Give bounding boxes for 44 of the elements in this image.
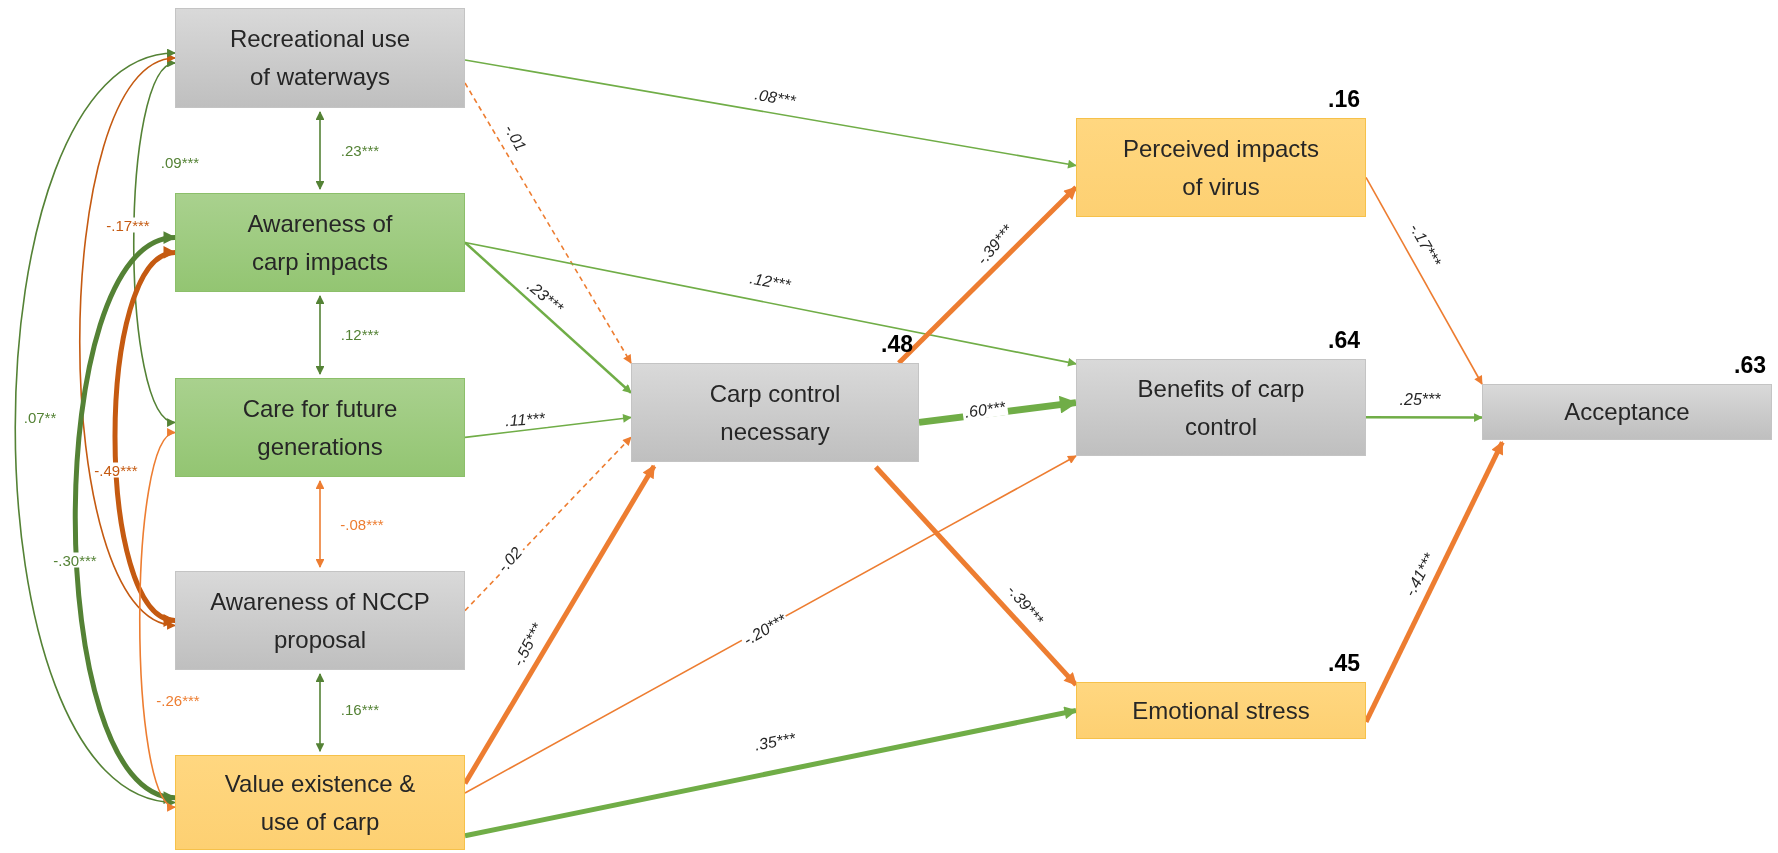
variable-box xyxy=(175,193,465,292)
path-arrow xyxy=(464,706,1078,839)
variable-name: Emotional stress xyxy=(1132,695,1310,726)
coefficient-label: -.17*** xyxy=(104,217,152,233)
variable-name: Awareness of carp impacts xyxy=(246,208,394,277)
variable-name: Care for future generations xyxy=(241,393,399,462)
variable-name: Awareness of NCCP proposal xyxy=(209,586,431,655)
variable-name: Acceptance xyxy=(1564,397,1690,427)
variable-name: Perceived impacts of virus xyxy=(1121,133,1321,202)
variable-box xyxy=(631,363,919,462)
variable-name: Value existence & use of carp xyxy=(223,768,417,837)
path-arrow xyxy=(897,185,1078,365)
path-arrow xyxy=(1366,413,1483,422)
path-arrow xyxy=(315,295,325,375)
variable-box xyxy=(175,378,465,477)
r-squared-value: .64 xyxy=(1328,329,1360,352)
r-squared-value: .63 xyxy=(1734,354,1766,377)
variable-box xyxy=(175,755,465,850)
variable-box xyxy=(175,571,465,670)
variable-box xyxy=(175,8,465,108)
path-arrow xyxy=(315,673,325,753)
path-arrow xyxy=(464,241,1077,367)
variable-box xyxy=(1482,384,1772,440)
path-arrow xyxy=(464,414,632,439)
path-arrow xyxy=(464,455,1077,794)
path-arrow xyxy=(464,241,632,394)
path-arrow xyxy=(464,59,1077,169)
coefficient-label: .25*** xyxy=(1397,392,1443,408)
path-arrow xyxy=(315,111,325,190)
r-squared-value: .45 xyxy=(1328,652,1360,675)
variable-box xyxy=(1076,359,1366,456)
path-arrow xyxy=(464,436,632,612)
variable-box xyxy=(1076,682,1366,739)
path-arrow xyxy=(873,465,1078,687)
variable-box xyxy=(1076,118,1366,217)
variable-name: Recreational use of waterways xyxy=(228,24,412,92)
coefficient-label: .60*** xyxy=(961,398,1009,422)
variable-name: Benefits of carp control xyxy=(1136,373,1306,442)
path-arrow xyxy=(1365,176,1483,385)
r-squared-value: .16 xyxy=(1328,88,1360,111)
path-arrow xyxy=(315,480,325,568)
variable-name: Carp control necessary xyxy=(708,378,842,447)
path-arrow xyxy=(464,82,632,364)
r-squared-value: .48 xyxy=(881,333,913,356)
